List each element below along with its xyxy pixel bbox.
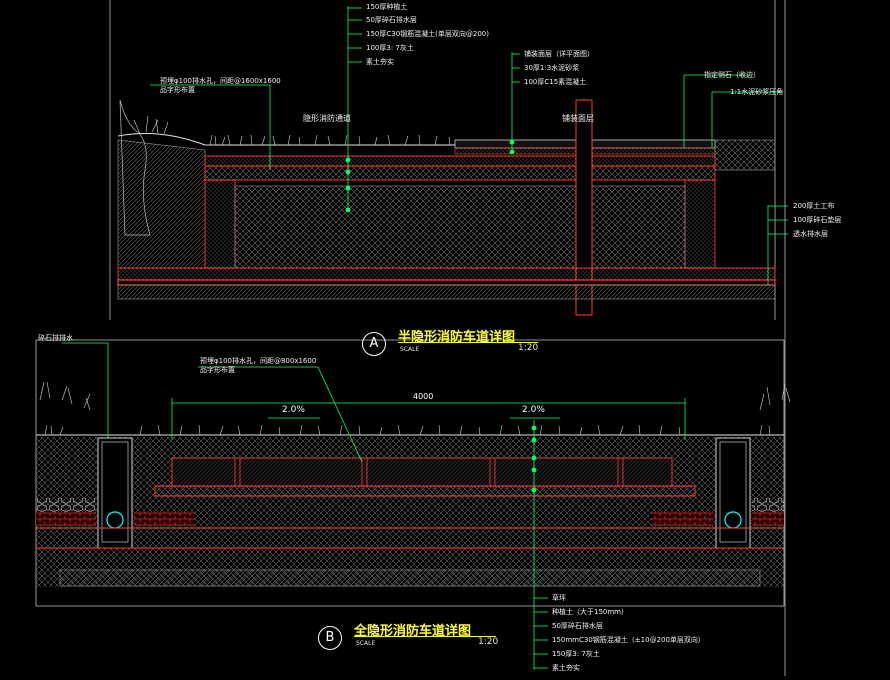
detail-a-pipe-note: 预埋φ100排水孔，间距@1600x1600 品字形布置 (160, 77, 281, 94)
detail-b-section (36, 342, 791, 670)
detail-a-right-bottom-2: 100厚碎石垫层 (793, 216, 842, 224)
detail-a-marker: A (362, 332, 386, 356)
detail-b-dimension (171, 398, 686, 440)
detail-a-right-note-1: 指定侧石（收边） (704, 71, 760, 79)
detail-a-grass-blades (133, 115, 451, 146)
detail-b-slope-right: 2.0% (522, 405, 545, 415)
detail-b-layer-6: 素土夯实 (552, 664, 580, 672)
detail-a-left-wall (204, 179, 236, 269)
detail-a-layer-5: 素土夯实 (366, 58, 394, 66)
detail-b-title-underline (354, 636, 496, 637)
detail-a-layer-3: 150厚C30钢筋混凝土(单层双向@200) (366, 30, 489, 38)
detail-a-section-label-right: 铺装面层 (562, 114, 594, 123)
detail-a-section (117, 6, 788, 316)
detail-b-scale-label: SCALE (356, 640, 376, 647)
detail-b-pipe-note: 预埋φ100排水孔，间距@800x1600 品字形布置 (200, 357, 317, 374)
detail-a-title-underline (398, 342, 538, 343)
detail-b-layer-3: 50厚碎石排水层 (552, 622, 603, 630)
detail-a-layer-1: 150厚种植土 (366, 3, 408, 11)
detail-a-right-bottom-3: 透水排水层 (793, 230, 828, 238)
detail-b-dimension-value: 4000 (413, 392, 434, 401)
detail-a-grass (117, 132, 460, 146)
detail-a-fill (234, 185, 686, 269)
detail-a-right-edge (714, 139, 776, 171)
detail-a-scale-label: SCALE (400, 346, 420, 353)
detail-a-right-wall (684, 179, 716, 269)
detail-b-layer-4: 150mmC30钢筋混凝土（±10@200单层双向） (552, 636, 705, 644)
detail-b-drain-note: 碎石排排水 (38, 334, 73, 342)
detail-a-layer-2: 50厚碎石排水层 (366, 16, 417, 24)
detail-b-scale-ratio: 1:20 (478, 637, 499, 647)
detail-b-layer-1: 草坪 (552, 594, 566, 602)
detail-a-mid-layer-3: 100厚C15素混凝土 (524, 78, 587, 86)
detail-b-layer-5: 150厚3: 7灰土 (552, 650, 600, 658)
detail-a-right-note-2: 1:1水泥砂浆压角 (730, 88, 784, 96)
detail-a-section-label-left: 隐形消防通道 (303, 114, 351, 123)
detail-a-right-bottom-1: 200厚土工布 (793, 202, 835, 210)
detail-a-layer-4: 100厚3: 7灰土 (366, 44, 414, 52)
detail-b-grass-blades (39, 381, 791, 436)
detail-a-top-slab (204, 155, 716, 167)
detail-a-mid-layer-1: 铺装面层（详平面图） (524, 50, 594, 58)
detail-a-subgrade (117, 284, 776, 300)
detail-b-layer-2: 种植土（大于150mm） (552, 608, 628, 616)
detail-a-left-soil (117, 139, 206, 269)
detail-a-mid-layer-2: 30厚1:3水泥砂浆 (524, 64, 580, 72)
detail-b-marker: B (318, 626, 342, 650)
detail-a-leaders (150, 6, 788, 285)
detail-a-center-post (575, 99, 593, 316)
detail-b-leaders (62, 342, 548, 670)
detail-b-title: 全隐形消防车道详图 (354, 624, 472, 639)
detail-b-slope-left: 2.0% (282, 405, 305, 415)
detail-a-shrub (119, 99, 151, 236)
detail-a-title: 半隐形消防车道详图 (398, 330, 516, 345)
detail-b-base-slab (154, 485, 696, 497)
detail-a-scale-ratio: 1:20 (518, 343, 539, 353)
